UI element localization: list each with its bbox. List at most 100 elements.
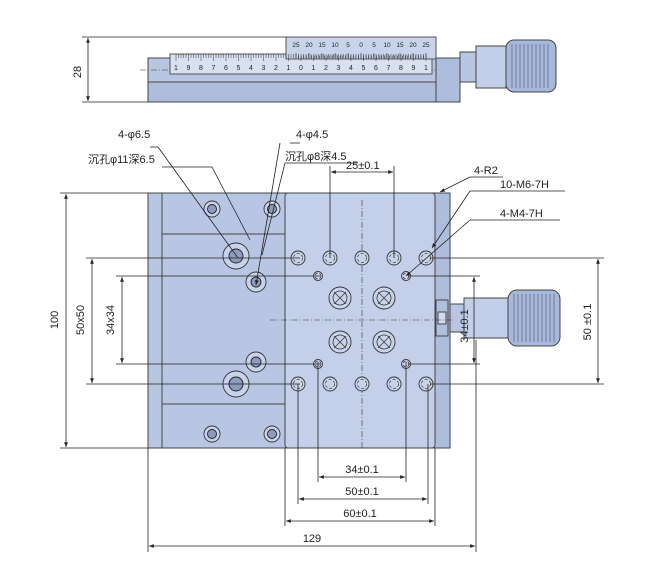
top-micrometer-knob	[449, 289, 561, 347]
m6-hole-outer	[322, 376, 338, 392]
top-view: 4-φ6.5 沉孔φ11深6.5 4-φ4.5 沉孔φ8深4.5 4-R2 10…	[49, 129, 604, 552]
main-scale-label: 2	[274, 65, 278, 72]
main-scale-label: 4	[349, 65, 353, 72]
dim-34x34	[116, 275, 320, 365]
main-scale-label: 0	[299, 65, 303, 72]
m4-hole-thread	[314, 360, 322, 368]
vernier-label: 20	[305, 42, 313, 49]
dim-bottom-50	[297, 384, 429, 504]
dim-right-50-label: 50 ±0.1	[582, 304, 594, 341]
mount-hole-bore	[267, 429, 277, 439]
small-hole-bore	[250, 276, 262, 288]
callout-leaders	[150, 142, 565, 286]
mount-hole-bore	[207, 204, 217, 214]
small-hole-bore	[250, 356, 262, 368]
dim-bottom-129-label: 129	[303, 533, 321, 545]
main-scale-label: 6	[374, 65, 378, 72]
mount-hole-bore	[207, 429, 217, 439]
m6-hole-thread	[293, 253, 303, 263]
dim-25-label: 25±0.1	[346, 160, 380, 172]
vernier-label-text: 25 20 15 10 5 0 5 10 15 20 25	[292, 42, 430, 49]
m6-hole-thread	[357, 253, 367, 263]
height-dim-label: 28	[72, 66, 84, 78]
dim-100-label: 100	[49, 311, 61, 329]
dim-bottom-60-label: 60±0.1	[343, 508, 377, 520]
moving-table	[284, 192, 436, 449]
main-scale-label-text: 1 9 8 7 6 5 4 3 2 1 0 1 2 3 4 5 6 7 8 9 …	[174, 65, 428, 72]
main-scale-label: 3	[262, 65, 266, 72]
dim-bottom-50-label: 50±0.1	[345, 486, 379, 498]
side-stage-base	[147, 81, 461, 103]
center-hole-cross	[377, 291, 391, 305]
dim-25	[329, 166, 395, 258]
center-hole-inner	[332, 290, 348, 306]
dim-50x50	[86, 257, 300, 385]
dim-bottom-60	[284, 448, 436, 526]
vernier-label: 20	[409, 42, 417, 49]
dim-right-34-label: 34±0.1	[459, 309, 471, 343]
m6-hole-thread	[357, 379, 367, 389]
side-slide-block	[435, 57, 461, 103]
center-hole-cross	[377, 335, 391, 349]
main-scale-label: 2	[324, 65, 328, 72]
center-hole-cross	[333, 335, 347, 349]
main-scale-label: 1	[287, 65, 291, 72]
vernier-label: 15	[396, 42, 404, 49]
top-knob-knurl	[513, 294, 555, 342]
dim-right-34	[408, 275, 480, 365]
m6-hole-outer	[354, 250, 370, 266]
callout-threaded-10: 10-M6-7H	[500, 179, 549, 191]
vernier-label: 10	[331, 42, 339, 49]
center-hole-inner	[332, 334, 348, 350]
side-screw-head	[437, 311, 447, 325]
dim-50x50-label: 50x50	[75, 305, 87, 335]
main-scale-label: 1	[174, 65, 178, 72]
dim-34x34-label: 34x34	[105, 305, 117, 335]
vernier-label: 5	[372, 42, 376, 49]
vernier-label: 0	[359, 42, 363, 49]
main-scale-label: 4	[249, 65, 253, 72]
m6-hole-outer	[386, 376, 402, 392]
main-scale-label: 8	[199, 65, 203, 72]
dim-bottom-129	[147, 340, 477, 552]
side-view: 28	[72, 36, 557, 103]
main-scale-label: 1	[424, 65, 428, 72]
callout-threaded-4: 4-M4-7H	[500, 208, 543, 220]
vernier-label: 25	[422, 42, 430, 49]
vernier-label: 5	[346, 42, 350, 49]
side-micrometer-knob	[459, 39, 557, 93]
dim-100	[60, 192, 148, 449]
main-scale-label: 1	[312, 65, 316, 72]
m6-hole-thread	[325, 379, 335, 389]
dim-bottom-34-label: 34±0.1	[345, 464, 379, 476]
main-scale-label: 7	[212, 65, 216, 72]
main-scale-label: 8	[399, 65, 403, 72]
m4-hole-thread	[314, 272, 322, 280]
dim-bottom-34	[317, 362, 407, 482]
main-scale-label: 6	[224, 65, 228, 72]
vernier-label: 15	[318, 42, 326, 49]
center-hole-inner	[376, 290, 392, 306]
callout-large-counterbore: 沉孔φ11深6.5	[88, 153, 155, 166]
center-hole-cross	[333, 291, 347, 305]
main-scale-label: 9	[412, 65, 416, 72]
callout-large-hole: 4-φ6.5	[118, 129, 150, 141]
callout-small-hole: 4-φ4.5	[296, 129, 328, 141]
main-scale-label: 3	[337, 65, 341, 72]
hole-pattern	[203, 200, 434, 443]
dim-right-50	[430, 257, 604, 385]
m6-hole-outer	[354, 376, 370, 392]
main-scale-label: 5	[362, 65, 366, 72]
main-scale-label: 7	[387, 65, 391, 72]
main-scale-label: 5	[237, 65, 241, 72]
vernier-label: 10	[383, 42, 391, 49]
center-hole-inner	[376, 334, 392, 350]
main-scale-ticks	[175, 54, 427, 61]
callout-corner-radius: 4-R2	[474, 165, 498, 177]
m6-hole-thread	[389, 379, 399, 389]
side-knob-knurl	[511, 44, 549, 88]
large-hole-bore	[228, 248, 244, 264]
main-scale-label: 9	[187, 65, 191, 72]
vernier-label: 25	[292, 42, 300, 49]
